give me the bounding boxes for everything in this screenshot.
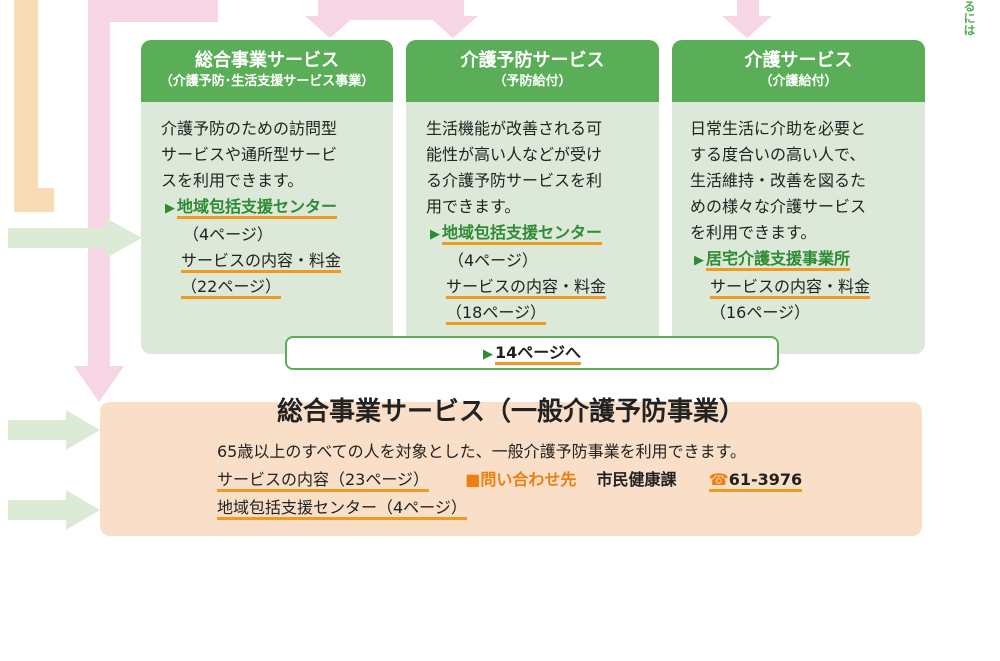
link-page-ref: （4ページ） [448,251,538,270]
page-link-label[interactable]: 14ページへ [495,343,581,365]
card-header: 介護予防サービス （予防給付） [406,40,659,102]
card-header: 総合事業サービス （介護予防･生活支援サービス事業） [141,40,393,102]
flow-arrow-down-card2 [428,16,478,38]
link-service-content[interactable]: サービスの内容・料金 [710,277,871,299]
card-title: 介護サービス [744,50,853,71]
flow-arrow-down-card3 [722,16,772,38]
triangle-right-icon: ▶ [694,253,704,268]
flow-line-pink-vertical [88,0,110,372]
card-general-service: 総合事業サービス （介護予防･生活支援サービス事業） 介護予防のための訪問型 サ… [141,40,393,354]
triangle-right-icon: ▶ [483,347,494,362]
link-service-page[interactable]: （22ページ） [181,277,282,299]
inquiry-label: ■問い合わせ先 [465,470,577,489]
flow-line-pink-split-h [318,0,464,20]
link-community-center[interactable]: 地域包括支援センター [177,197,338,219]
flow-arrow-down-pink-left [74,366,124,402]
link-general-content[interactable]: サービスの内容（23ページ） [217,470,430,492]
card-desc-line: 能性が高い人などが受け [426,145,603,164]
flow-line-left-bottom [14,188,54,212]
card-subtitle: （介護予防･生活支援サービス事業） [159,74,375,89]
card-desc-line: 生活維持・改善を図るた [690,171,867,190]
card-subtitle: （介護給付） [759,74,838,89]
flow-line-pink-right [737,0,759,20]
card-subtitle: （予防給付） [493,74,572,89]
card-desc-line: る介護予防サービスを利 [426,171,603,190]
general-description: 65歳以上のすべての人を対象とした、一般介護予防事業を利用できます。 [217,442,747,461]
flow-arrow-down-card1 [305,16,355,38]
card-desc-line: する度合いの高い人で、 [690,145,866,164]
arrow-right-icon-3 [8,490,100,530]
card-title: 介護予防サービス [460,50,605,71]
department-name: 市民健康課 [596,470,677,489]
card-prevention-service: 介護予防サービス （予防給付） 生活機能が改善される可 能性が高い人などが受け … [406,40,659,354]
general-title: 総合事業サービス（一般介護予防事業） [276,397,745,427]
phone-icon: ☎ [708,470,729,489]
link-service-page[interactable]: （18ページ） [446,303,547,325]
flow-line-pink-split-l [318,0,340,20]
card-desc-line: 用できます。 [426,197,521,216]
side-label: るには [962,0,976,36]
arrow-right-icon-1 [8,218,142,258]
flow-line-left [14,0,38,212]
phone-link[interactable]: ☎61-3976 [708,470,803,492]
triangle-right-icon: ▶ [165,201,175,216]
card-desc-line: サービスや通所型サービ [161,145,338,164]
card-title: 総合事業サービス [195,50,339,71]
page-link-bar[interactable]: ▶14ページへ [285,336,779,370]
card-desc-line: 日常生活に介助を必要と [690,119,867,138]
card-desc-line: 生活機能が改善される可 [426,119,603,138]
card-desc-line: 介護予防のための訪問型 [161,119,338,138]
flow-line-pink-top [88,0,218,22]
flow-line-pink-split-r [442,0,464,20]
link-care-office[interactable]: 居宅介護支援事業所 [706,249,851,271]
link-general-center[interactable]: 地域包括支援センター（4ページ） [217,498,467,520]
link-service-content[interactable]: サービスの内容・料金 [446,277,607,299]
card-desc-line: めの様々な介護サービス [690,197,867,216]
card-header: 介護サービス （介護給付） [672,40,925,102]
card-desc-line: を利用できます。 [690,223,817,242]
triangle-right-icon: ▶ [430,227,440,242]
link-page-ref: （4ページ） [183,225,273,244]
link-service-content[interactable]: サービスの内容・料金 [181,251,342,273]
card-care-service: 介護サービス （介護給付） 日常生活に介助を必要と する度合いの高い人で、 生活… [672,40,925,354]
card-desc-line: スを利用できます。 [161,171,304,190]
link-community-center[interactable]: 地域包括支援センター [442,223,603,245]
link-page-ref: （16ページ） [710,303,811,322]
phone-number: 61-3976 [728,470,803,489]
arrow-right-icon-2 [8,410,100,450]
general-prevention-panel: 総合事業サービス（一般介護予防事業） 65歳以上のすべての人を対象とした、一般介… [100,397,922,536]
